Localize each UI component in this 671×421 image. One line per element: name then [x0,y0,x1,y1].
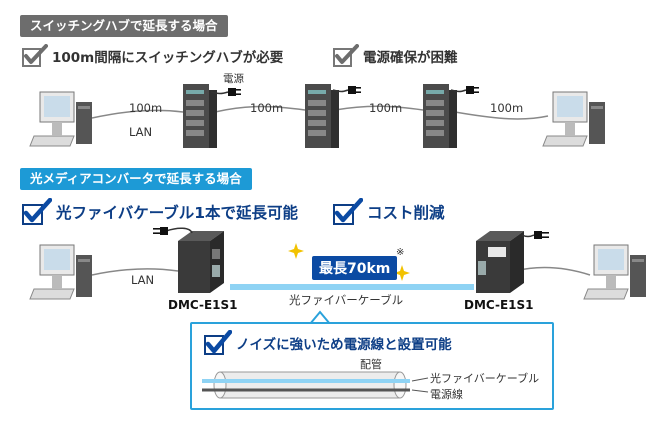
segment-length: 100m [129,101,163,115]
check-icon [204,330,232,355]
check-icon [333,198,363,225]
feature-noise-resistant: ノイズに強いため電源線と設置可能 [204,330,452,356]
segment-length: 100m [369,101,403,115]
switching-hub-icon [183,84,217,148]
pc-icon [29,244,92,300]
feature-single-fiber: 光ファイバケーブル1本で延長可能 [22,198,298,226]
media-converter-banner: 光メディアコンバータで延長する場合 [20,168,252,190]
media-converter-icon [476,231,524,293]
pc-icon [29,91,92,147]
conduit-pipe [219,371,401,399]
lan-cable [91,109,184,119]
device-name-right: DMC-E1S1 [464,298,534,312]
feature-cost-reduction: コスト削減 [333,198,445,226]
power-plug-icon [210,88,241,96]
max-distance-badge: 最長70km [312,256,398,280]
lan-cable [454,111,549,120]
feature-hub-needed: 100m間隔にスイッチングハブが必要 [22,44,283,68]
pc-icon [542,91,605,147]
switching-hub-icon [305,84,339,148]
conduit-diagram [202,371,429,399]
fiber-cable [230,284,474,290]
media-converter-icon [178,231,224,293]
lan-cable [214,105,306,113]
segment-length: 100m [250,101,284,115]
feature-label: コスト削減 [367,204,445,222]
check-icon [333,44,359,67]
note-mark: ※ [396,247,405,258]
switching-hub-diagram [29,84,605,148]
device-name-left: DMC-E1S1 [168,298,238,312]
power-label: 電源 [223,73,244,85]
sparkle-icon [288,243,304,259]
feature-power-difficult: 電源確保が困難 [333,44,458,68]
feature-label: 光ファイバケーブル1本で延長可能 [56,204,299,222]
lan-cable [91,268,179,276]
switching-hub-icon [423,84,457,148]
fiber-cable-label: 光ファイバーケーブル [289,293,404,307]
noise-callout: ノイズに強いため電源線と設置可能 配管 光ファイバーケーブル 電源線 [190,322,554,410]
power-plug-icon [153,227,193,235]
switching-hub-banner: スイッチングハブで延長する場合 [20,15,228,37]
check-icon [22,198,52,225]
fiber-cable-label: 光ファイバーケーブル [430,372,540,385]
segment-length: 100m [490,101,524,115]
lan-cable [514,266,591,276]
conduit-label: 配管 [360,358,382,371]
pc-icon [583,244,646,300]
power-plug-icon [521,231,549,239]
lan-label: LAN [131,273,155,287]
power-plug-icon [332,86,361,94]
check-icon [22,44,48,67]
feature-label: ノイズに強いため電源線と設置可能 [236,337,452,353]
power-line-label: 電源線 [430,388,463,401]
feature-label: 電源確保が困難 [363,50,458,66]
lan-label: LAN [129,125,153,139]
lan-cable [334,105,424,111]
power-plug-icon [450,86,479,94]
sparkle-icon [394,265,410,281]
feature-label: 100m間隔にスイッチングハブが必要 [52,50,284,66]
media-converter-diagram [29,227,646,300]
